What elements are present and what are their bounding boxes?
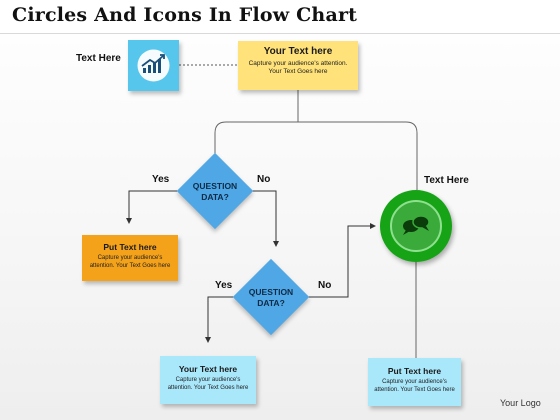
blue-box-right-body-line2: attention. Your Text Goes here [374, 386, 455, 393]
circle-label: Text Here [424, 175, 469, 186]
blue-box-right-heading: Put Text here [387, 366, 442, 376]
blue-text-box-right: Put Text here Capture your audience's at… [368, 358, 461, 406]
chat-bubbles-icon [403, 215, 430, 235]
orange-box-heading: Put Text here [103, 242, 157, 252]
diamond1-no-label: No [257, 174, 271, 185]
blue-box-right-body-line1: Capture your audience's [382, 379, 447, 385]
blue-box-left-heading: Your Text here [178, 364, 238, 374]
orange-box-body-line1: Capture your audience's [97, 255, 163, 261]
diamond2-line2: DATA? [257, 297, 285, 308]
title-bar: Circles And Icons In Flow Chart [0, 0, 560, 34]
growth-chart-icon [137, 49, 170, 82]
diamond2-yes-label: Yes [215, 280, 233, 291]
diamond1-yes-label: Yes [152, 174, 170, 185]
green-circle [380, 190, 452, 262]
icon-label: Text Here [76, 53, 121, 64]
logo-text: Your Logo [500, 398, 541, 408]
diamond1-line1: QUESTION [192, 181, 238, 191]
blue-text-box-left: Your Text here Capture your audience's a… [160, 356, 256, 404]
decision-diamond-1: QUESTION DATA? [176, 152, 254, 230]
growth-chart-tile [128, 40, 179, 91]
page-title: Circles And Icons In Flow Chart [12, 4, 358, 26]
diamond2-line1: QUESTION [248, 287, 294, 297]
top-text-box: Your Text here Capture your audience's a… [238, 41, 358, 90]
top-box-body-line1: Capture your audience's attention. [248, 60, 348, 67]
top-box-body-line2: Your Text Goes here [268, 68, 328, 76]
blue-box-left-body-line2: attention. Your Text Goes here [167, 384, 249, 391]
orange-box-body-line2: attention. Your Text Goes here [89, 262, 171, 269]
diamond2-no-label: No [318, 280, 332, 291]
top-box-heading: Your Text here [263, 46, 333, 57]
blue-box-left-body-line1: Capture your audience's [175, 377, 241, 383]
decision-diamond-2: QUESTION DATA? [232, 258, 310, 336]
orange-text-box: Put Text here Capture your audience's at… [82, 235, 178, 281]
diamond1-line2: DATA? [201, 191, 229, 202]
